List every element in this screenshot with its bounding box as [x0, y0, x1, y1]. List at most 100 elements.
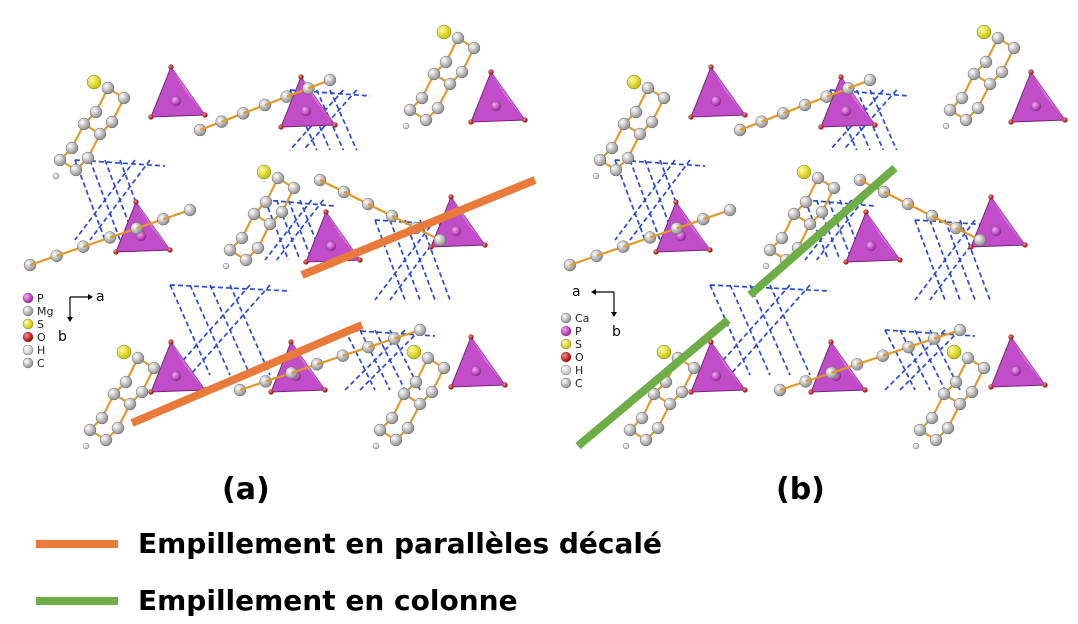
- oxygen-atom: [818, 124, 824, 130]
- key-atom-icon: [22, 318, 34, 330]
- carbon-atom: [451, 31, 465, 45]
- oxygen-atom: [167, 247, 173, 253]
- carbon-atom: [995, 65, 1009, 79]
- oxygen-atom: [133, 199, 139, 205]
- oxygen-atom: [268, 389, 274, 395]
- carbon-atom: [427, 67, 441, 81]
- sulfur-atom: [976, 24, 992, 40]
- carbon-atom: [639, 433, 653, 447]
- oxygen-atom: [742, 387, 748, 393]
- phosphorus-atom: [990, 225, 1002, 237]
- carbon-atom: [799, 195, 813, 209]
- phosphate-tetrahedron: [845, 210, 901, 263]
- oxygen-atom: [148, 389, 154, 395]
- phosphorus-atom: [710, 370, 722, 382]
- hydrogen-bond: [189, 284, 271, 376]
- carbon-atom: [629, 105, 643, 119]
- oxygen-atom: [988, 384, 994, 390]
- hydrogen-bond: [74, 159, 166, 167]
- carbon-atom: [419, 113, 433, 127]
- oxygen-atom: [688, 389, 694, 395]
- oxygen-atom: [323, 209, 329, 215]
- carbon-atom: [101, 81, 115, 95]
- carbon-atom: [651, 421, 665, 435]
- oxygen-atom: [168, 64, 174, 70]
- oxygen-atom: [1022, 242, 1028, 248]
- phosphate-tetrahedron: [150, 65, 206, 118]
- legend-item-column: Empillement en colonne: [36, 584, 518, 617]
- legend-item-parallel-offset: Empillement en parallèles décalé: [36, 527, 662, 560]
- phosphorus-atom: [170, 370, 182, 382]
- carbon-atom: [953, 397, 967, 411]
- oxygen-atom: [448, 194, 454, 200]
- carbon-atom: [943, 103, 957, 117]
- offset-parallel-stacking-line: [130, 321, 364, 427]
- hydrogen-bond: [884, 329, 916, 391]
- carbon-atom: [247, 207, 261, 221]
- key-label: H: [37, 344, 45, 357]
- carbon-atom: [687, 361, 701, 375]
- carbon-atom: [467, 41, 481, 55]
- carbon-atom: [421, 351, 435, 365]
- hydrogen-bond: [419, 219, 451, 301]
- key-atom-icon: [560, 377, 572, 389]
- oxygen-atom: [872, 122, 878, 128]
- carbon-atom: [287, 181, 301, 195]
- key-atom-icon: [560, 338, 572, 350]
- arrowhead-icon: [591, 289, 596, 295]
- hydrogen-bond: [264, 199, 290, 261]
- hydrogen-atom: [372, 442, 380, 450]
- arrowhead-icon: [67, 317, 73, 322]
- panel-label-a: (a): [222, 472, 270, 507]
- hydrogen-atom: [82, 442, 90, 450]
- sulfur-atom: [256, 164, 272, 180]
- carbon-atom: [953, 323, 967, 337]
- carbon-atom: [1007, 41, 1021, 55]
- oxygen-atom: [168, 339, 174, 345]
- carbon-atom: [95, 411, 109, 425]
- carbon-atom: [955, 91, 969, 105]
- carbon-atom: [977, 361, 991, 375]
- hydrogen-bond: [275, 199, 325, 261]
- oxygen-atom: [808, 389, 814, 395]
- hydrogen-bond: [287, 199, 313, 261]
- carbon-atom: [53, 153, 67, 167]
- hydrogen-bond: [914, 219, 946, 301]
- phosphate-tetrahedron: [470, 70, 526, 123]
- key-atom-icon: [560, 312, 572, 324]
- oxygen-atom: [1008, 334, 1014, 340]
- carbon-atom: [123, 397, 137, 411]
- carbon-atom: [397, 387, 411, 401]
- carbon-atom: [83, 423, 97, 437]
- phosphate-tetrahedron: [690, 65, 746, 118]
- key-atom-icon: [560, 351, 572, 363]
- key-atom-icon: [22, 292, 34, 304]
- hydrogen-bond: [74, 159, 106, 241]
- carbon-atom: [929, 433, 943, 447]
- hydrogen-atom: [52, 172, 60, 180]
- carbon-atom: [635, 411, 649, 425]
- oxygen-atom: [828, 339, 834, 345]
- key-label: C: [575, 377, 583, 390]
- hydrogen-bond: [229, 284, 271, 376]
- carbon-atom: [119, 375, 133, 389]
- phosphorus-atom: [170, 95, 182, 107]
- phosphorus-atom: [710, 95, 722, 107]
- hydrogen-bond: [614, 159, 676, 241]
- hydrogen-bond: [804, 199, 876, 207]
- carbon-atom: [787, 207, 801, 221]
- carbon-atom: [657, 91, 671, 105]
- tetrahedron-face: [991, 197, 1025, 245]
- carbon-atom: [65, 141, 79, 155]
- carbon-atom: [913, 423, 927, 437]
- carbon-atom: [593, 153, 607, 167]
- sulfur-atom: [436, 24, 452, 40]
- carbon-atom: [663, 397, 677, 411]
- key-label: H: [575, 364, 583, 377]
- phosphorus-atom: [1010, 365, 1022, 377]
- hydrogen-atom: [622, 442, 630, 450]
- oxygen-atom: [448, 384, 454, 390]
- sulfur-atom: [946, 344, 962, 360]
- carbon-atom: [647, 387, 661, 401]
- carbon-atom: [641, 81, 655, 95]
